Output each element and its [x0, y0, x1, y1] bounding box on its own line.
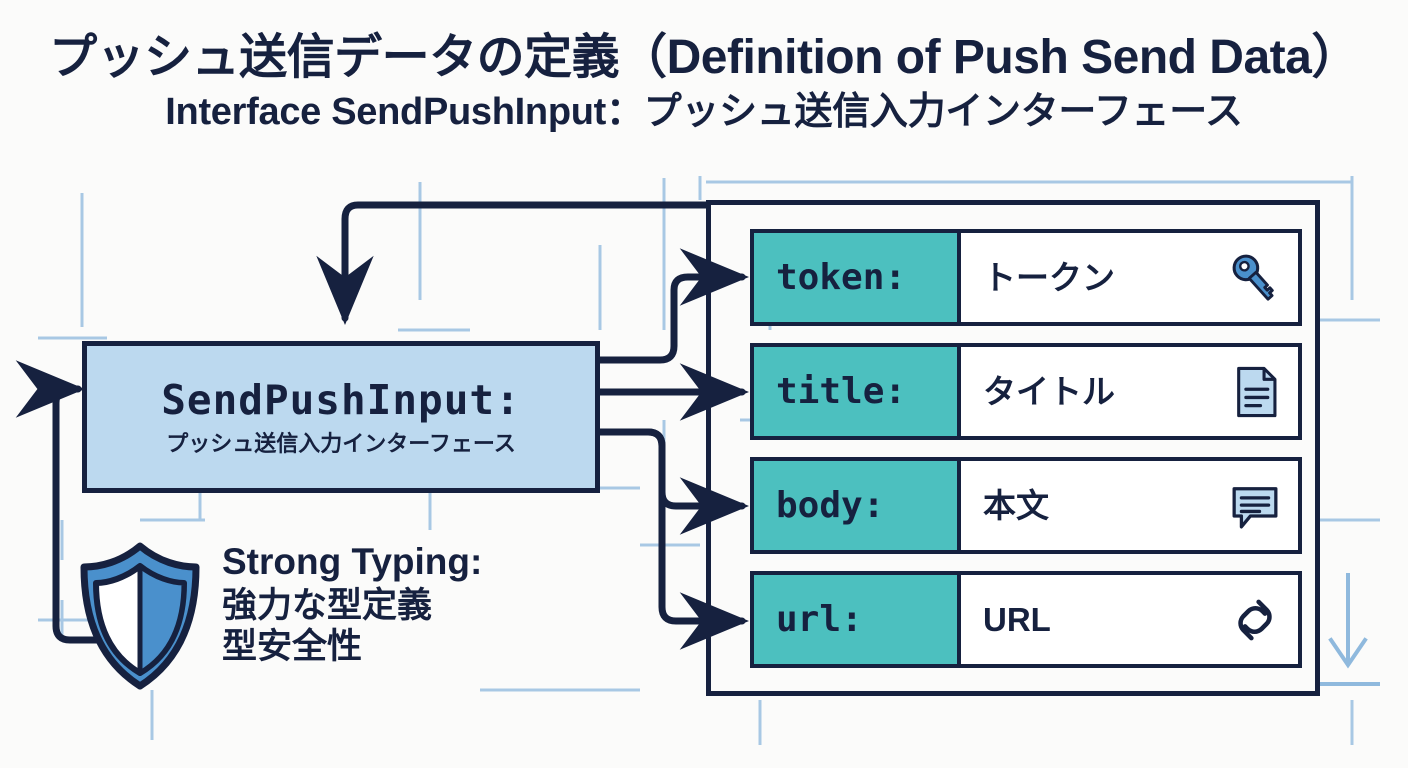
field-key-token: token: — [754, 233, 961, 322]
connector-feedback-top — [316, 201, 710, 326]
document-icon — [1237, 366, 1277, 417]
strong-typing-line2: 型安全性 — [222, 627, 363, 667]
title-main: プッシュ送信データの定義（Definition of Push Send Dat… — [49, 31, 1359, 84]
title-subtitle: Interface SendPushInput：プッシュ送信入力インターフェース — [165, 90, 1243, 133]
interface-description: プッシュ送信入力インターフェース — [166, 430, 516, 456]
strong-typing-note: Strong Typing: 強力な型定義 型安全性 — [222, 541, 552, 667]
interface-box[interactable]: SendPushInput: プッシュ送信入力インターフェース — [82, 341, 600, 493]
link-icon — [1238, 599, 1272, 640]
table-row[interactable]: title: タイトル — [750, 343, 1302, 440]
field-value-label-url: URL — [983, 601, 1051, 638]
shield-icon — [80, 542, 200, 690]
field-value-title: タイトル — [961, 347, 1298, 436]
field-value-label-title: タイトル — [983, 373, 1115, 410]
table-row[interactable]: body: 本文 — [750, 457, 1302, 554]
field-value-url: URL — [961, 575, 1298, 664]
field-value-token: トークン — [961, 233, 1298, 322]
field-key-url: url: — [754, 575, 961, 664]
table-row[interactable]: token: トークン — [750, 229, 1302, 326]
fields-list: token: トークン title: タイトル — [750, 229, 1302, 668]
strong-typing-title: Strong Typing: — [222, 541, 483, 582]
key-icon — [1232, 254, 1274, 301]
decorative-down-arrow-icon — [1318, 573, 1380, 686]
interface-name: SendPushInput: — [161, 375, 521, 424]
fields-container — [706, 200, 1320, 696]
field-value-label-body: 本文 — [983, 487, 1049, 524]
strong-typing-line1: 強力な型定義 — [222, 585, 433, 625]
table-row[interactable]: url: URL — [750, 571, 1302, 668]
field-key-body: body: — [754, 461, 961, 550]
speech-bubble-icon — [1232, 486, 1278, 528]
field-value-body: 本文 — [961, 461, 1298, 550]
page-title: プッシュ送信データの定義（Definition of Push Send Dat… — [0, 32, 1408, 135]
field-value-label-token: トークン — [983, 259, 1115, 296]
field-key-title: title: — [754, 347, 961, 436]
